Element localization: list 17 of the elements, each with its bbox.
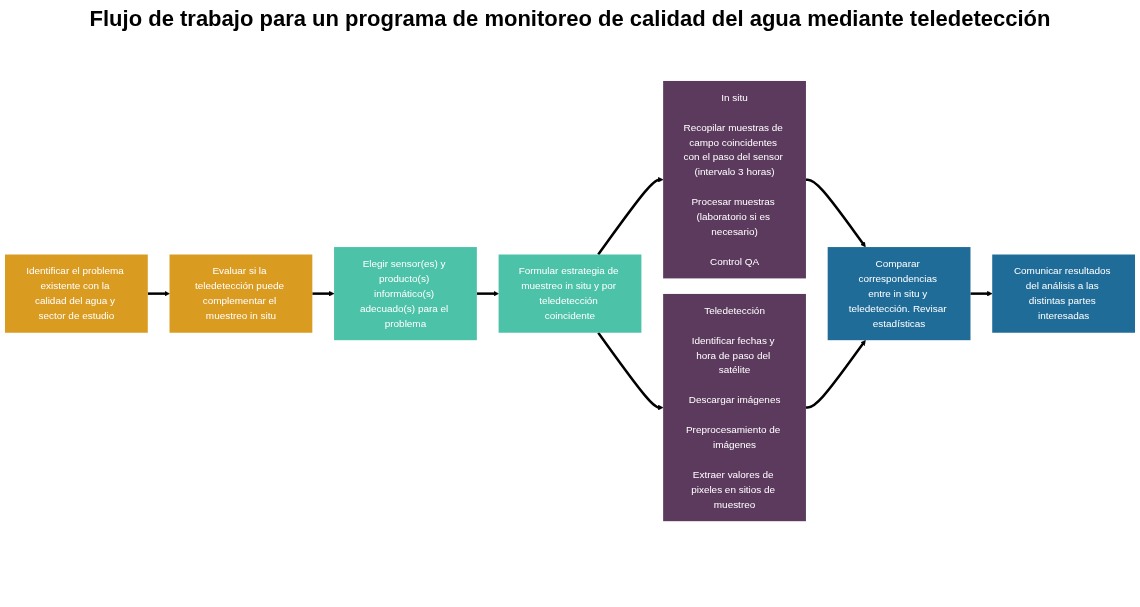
arrow [805, 339, 866, 409]
arrow [312, 290, 335, 297]
arrow [597, 331, 664, 411]
arrow [476, 290, 499, 297]
node-box: Comparar correspondencias entre in situ y teledetección. Revisar estadísticas [827, 247, 971, 341]
node-box: Formular estrategia de muestreo in situ y por teledetección coincidente [498, 254, 642, 333]
diagram-title: Flujo de trabajo para un programa de monitoreo de calidad del agua mediante teledetección [88, 6, 1052, 32]
arrow [970, 290, 993, 297]
arrow [147, 290, 170, 297]
node-box: Comunicar resultados del análisis a las distintas partes interesadas [992, 254, 1135, 333]
node-box: Teledetección Identificar fechas y hora de paso del satélite Descargar imágenes Preprocesamiento de imágenes Extraer valores de pixeles en sitios de muestreo [663, 293, 806, 522]
node-box: In situ Recopilar muestras de campo coincidentes con el paso del sensor (intervalo 3 horas) Procesar muestras (laboratorio si es necesario) Control QA [663, 80, 806, 279]
node-box: Evaluar si la teledetección puede complementar el muestreo in situ [169, 254, 313, 333]
node-box: Identificar el problema existente con la calidad del agua y sector de estudio [5, 254, 148, 333]
arrow [597, 176, 664, 256]
arrow [805, 178, 866, 248]
node-box: Elegir sensor(es) y producto(s) informático(s) adecuado(s) para el problema [334, 247, 477, 341]
